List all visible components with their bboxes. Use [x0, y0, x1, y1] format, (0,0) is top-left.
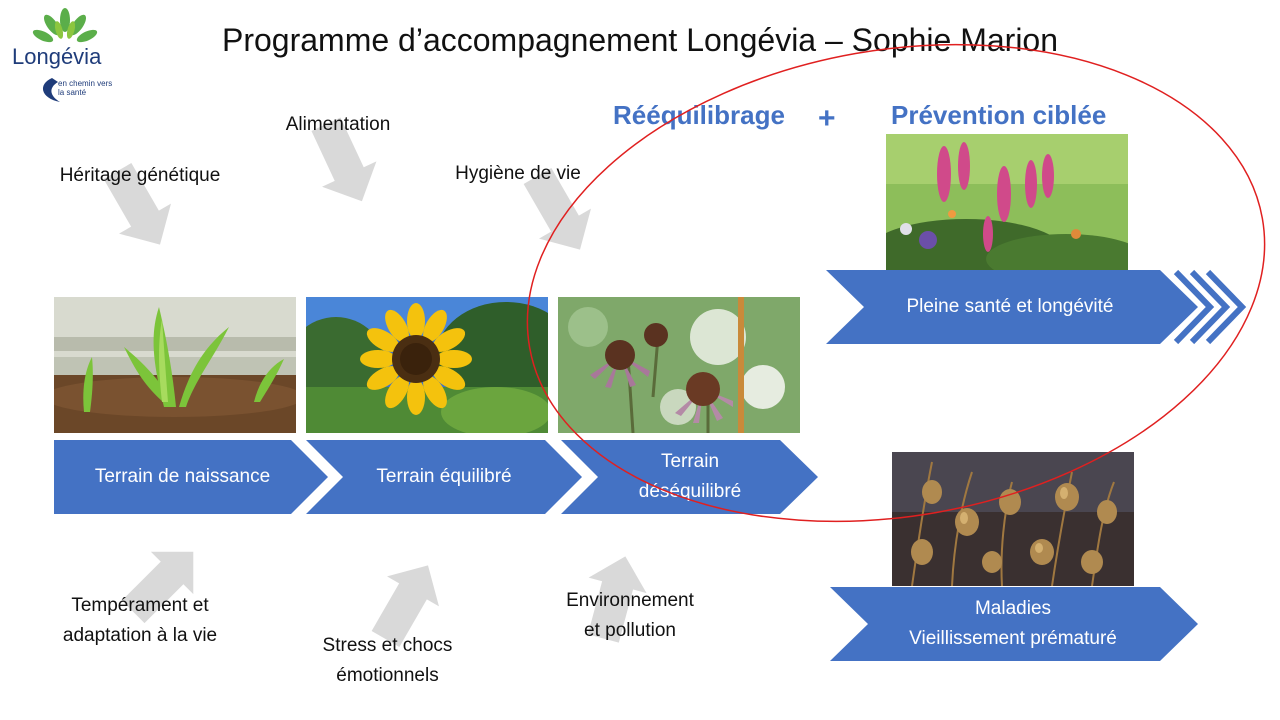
- stage-desequilibre-label-1: Terrain: [660, 451, 720, 472]
- stage-desequilibre-label-2: déséquilibré: [638, 481, 742, 502]
- label-environnement-line1: Environnement: [566, 590, 694, 611]
- label-stress-line1: Stress et chocs: [322, 635, 453, 656]
- chevron-equilibre: [306, 440, 582, 514]
- stage-equilibre-label: Terrain équilibré: [376, 466, 512, 487]
- stage-naissance: Terrain de naissance: [54, 440, 311, 514]
- outcome-sante-label: Pleine santé et longévité: [906, 296, 1114, 317]
- arrow-environnement: [587, 556, 647, 643]
- photo-sunflower: [306, 297, 548, 433]
- label-stress: Stress et chocs émotionnels: [300, 631, 475, 691]
- arrow-stress: [371, 565, 439, 647]
- label-temperament-line1: Tempérament et: [71, 595, 209, 616]
- stage-equilibre: Terrain équilibré: [330, 440, 558, 514]
- label-environnement-line2: et pollution: [584, 620, 676, 641]
- leaf-icon: [32, 8, 98, 102]
- label-heritage: Héritage génétique: [59, 165, 221, 186]
- stage-naissance-label: Terrain de naissance: [94, 466, 271, 487]
- outcome-maladies-label-1: Maladies: [974, 598, 1052, 619]
- outcome-maladies: Maladies Vieillissement prématuré: [865, 587, 1161, 661]
- outcome-sante: Pleine santé et longévité: [860, 270, 1160, 344]
- arrow-temperament: [121, 551, 194, 624]
- stage-desequilibre: Terrain déséquilibré: [585, 440, 795, 514]
- outcome-maladies-label-2: Vieillissement prématuré: [909, 628, 1117, 649]
- logo-tagline: en chemin vers la santé: [58, 79, 113, 97]
- label-environnement: Environnement et pollution: [540, 586, 720, 646]
- label-temperament-line2: adaptation à la vie: [62, 625, 218, 646]
- label-stress-line2: émotionnels: [336, 665, 439, 686]
- photo-sprouts: [54, 297, 296, 433]
- longevia-logo: Longévia en chemin vers la santé: [10, 6, 120, 106]
- arrow-alimentation: [311, 117, 377, 202]
- arrow-heritage: [103, 163, 171, 245]
- label-temperament: Tempérament et adaptation à la vie: [40, 591, 240, 651]
- chevron-maladies: [830, 587, 1198, 661]
- label-alimentation: Alimentation: [285, 114, 391, 135]
- logo-wordmark: Longévia: [12, 44, 102, 69]
- chevron-naissance: [54, 440, 328, 514]
